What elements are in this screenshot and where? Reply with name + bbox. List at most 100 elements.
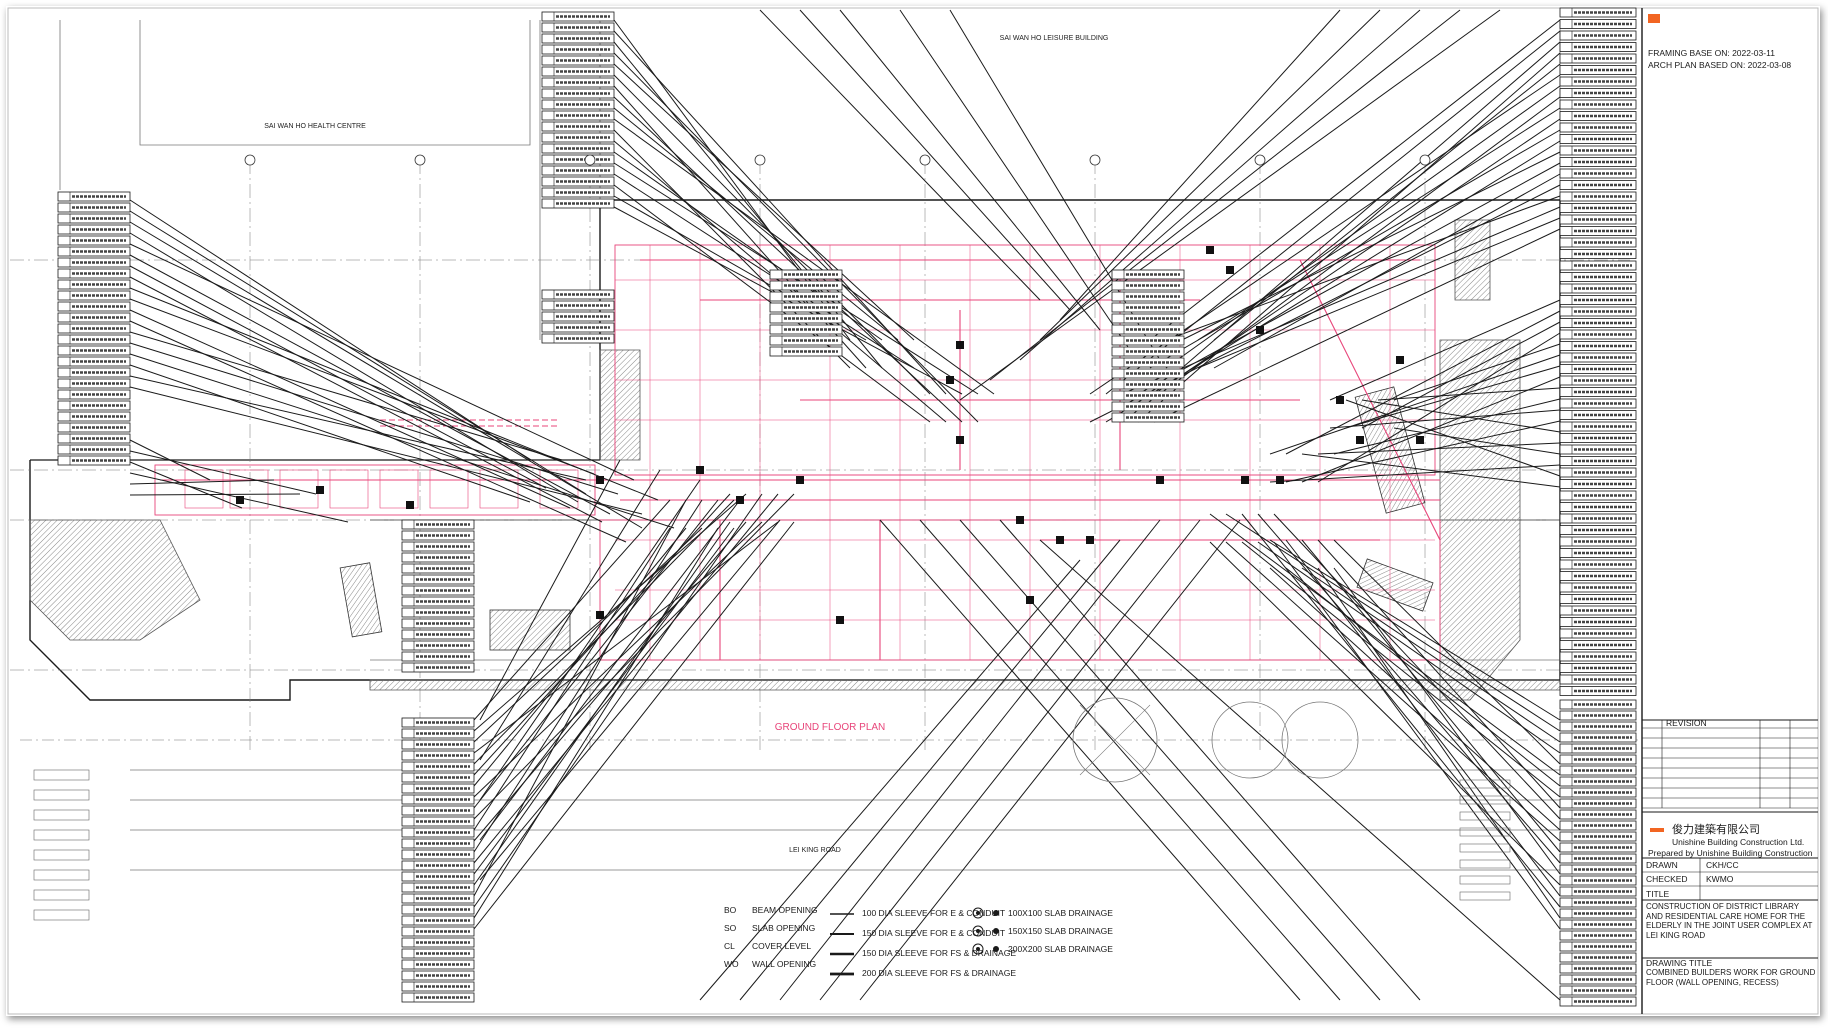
legend-drain-2: 150X150 SLAB DRAINAGE [1008, 926, 1113, 936]
legend-sleeve-2: 150 DIA SLEEVE FOR E & CONDUIT [862, 928, 1005, 938]
leader-line [1121, 206, 1561, 395]
leader-line [949, 9, 1161, 361]
leader-line [1019, 9, 1421, 361]
overlay-room [229, 469, 269, 509]
grid-bubble [414, 154, 426, 166]
leader-line [129, 479, 275, 485]
leader-line [899, 9, 1131, 351]
leader-line [473, 499, 719, 809]
drawing-title-label: DRAWING TITLE [1646, 958, 1712, 968]
leader-line [613, 107, 899, 341]
leader-line [1269, 354, 1561, 455]
leader-line [129, 386, 643, 515]
leader-line [1257, 513, 1561, 864]
service-pipe [1299, 259, 1441, 541]
leader-line [473, 527, 671, 831]
leader-line [1329, 299, 1561, 401]
leader-line [129, 493, 301, 496]
leader-line [1269, 464, 1561, 483]
drawing-title-box: COMBINED BUILDERS WORK FOR GROUND FLOOR … [1646, 968, 1816, 987]
leader-line [473, 499, 671, 721]
legend-label-bo: BEAM OPENING [752, 905, 818, 915]
leader-line [473, 499, 687, 897]
leader-line [859, 519, 1241, 1001]
leader-line [129, 364, 531, 503]
leader-line [129, 276, 603, 523]
arch-base: ARCH PLAN BASED ON: 2022-03-08 [1648, 60, 1791, 70]
stair-hatch [489, 609, 571, 651]
legend: BO BEAM OPENING SO SLAB OPENING CL COVER… [724, 905, 1113, 978]
leader-line [129, 210, 587, 495]
leader-line [479, 519, 781, 881]
leader-line [879, 519, 1301, 1001]
zebra-crossing [33, 789, 90, 801]
equipment-mark [736, 496, 744, 504]
legend-label-so: SLAB OPENING [752, 923, 815, 933]
leader-line [1301, 453, 1561, 488]
equipment-mark [316, 486, 324, 494]
leader-line [613, 52, 979, 423]
leader-line [1285, 310, 1561, 455]
top-building-label: SAI WAN HO LEISURE BUILDING [1000, 35, 1109, 42]
zebra-crossing [1459, 795, 1511, 805]
title-block: FRAMING BASE ON: 2022-03-11 ARCH PLAN BA… [1646, 14, 1813, 899]
zebra-crossing [1459, 843, 1511, 853]
title-block-frame [1641, 8, 1818, 1014]
leader-line [1361, 399, 1561, 433]
checked-label: CHECKED [1646, 874, 1688, 884]
overlay-room [429, 469, 469, 509]
equipment-mark [836, 616, 844, 624]
zebra-crossing [33, 849, 90, 861]
drawn-value: CKH/CC [1706, 860, 1739, 870]
equipment-mark [956, 436, 964, 444]
equipment-mark [1396, 356, 1404, 364]
legend-sleeve-4: 200 DIA SLEEVE FOR FS & DRAINAGE [862, 968, 1016, 978]
leader-line [613, 96, 963, 423]
leader-line [699, 559, 1081, 1001]
overlay-room [479, 469, 519, 509]
equipment-mark [1156, 476, 1164, 484]
leader-line [1317, 539, 1561, 809]
leader-line [129, 298, 595, 475]
leader-line [473, 493, 731, 776]
equipment-mark [796, 476, 804, 484]
equipment-mark [1086, 536, 1094, 544]
hatched-area [599, 349, 641, 461]
leader-line [1149, 129, 1561, 369]
leader-line [1301, 376, 1561, 483]
zebra-crossing [33, 869, 90, 881]
leader-line [129, 243, 635, 481]
leader-line [479, 479, 701, 801]
leader-line [129, 450, 317, 495]
company-logo-icon [1650, 828, 1664, 832]
overlay-zone [154, 464, 596, 516]
leader-line [1039, 539, 1561, 1001]
leader-line [1273, 541, 1561, 930]
drawing-title: COMBINED BUILDERS WORK FOR GROUND FLOOR … [1646, 968, 1816, 987]
equipment-mark [1226, 266, 1234, 274]
leader-line [473, 527, 687, 787]
leader-line [479, 469, 661, 761]
leader-line [1241, 541, 1561, 798]
legend-drain-1: 100X100 SLAB DRAINAGE [1008, 908, 1113, 918]
zebra-crossing [33, 889, 90, 901]
leader-line [1285, 567, 1561, 787]
company-name-en: Unishine Building Construction Ltd. [1672, 837, 1804, 847]
legend-code-bo: BO [724, 905, 737, 915]
equipment-mark [946, 376, 954, 384]
grid-bubble [1254, 154, 1266, 166]
leader-line [1285, 420, 1561, 483]
overlay-room [184, 469, 224, 509]
equipment-mark [696, 466, 704, 474]
leader-line [1329, 409, 1561, 429]
leader-line [1333, 567, 1561, 875]
grid-bubble [919, 154, 931, 166]
zebra-crossing [33, 829, 90, 841]
zebra-crossing [33, 809, 90, 821]
overlay-room [379, 469, 419, 509]
leader-line [1317, 442, 1561, 455]
leader-line [129, 309, 571, 509]
equipment-mark [1026, 596, 1034, 604]
plan-title: GROUND FLOOR PLAN [775, 722, 886, 733]
